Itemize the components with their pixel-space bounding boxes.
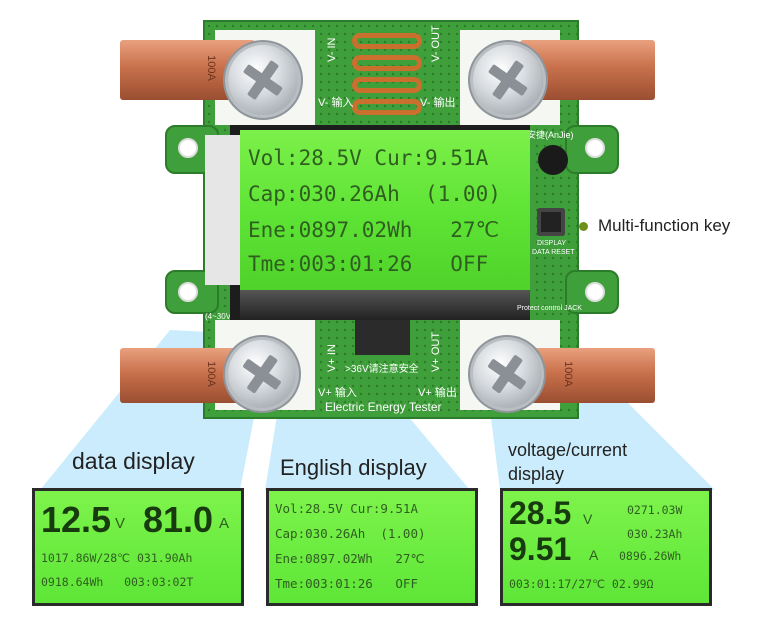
lcd-backlight-edge [205,135,245,285]
mount-hole-3 [585,138,605,158]
data-display-voltage-unit: V [115,515,126,532]
lug-top-right [520,40,655,100]
callout-label: Multi-function key [598,216,731,235]
data-display-current-unit: A [219,515,230,532]
in-label-cn: V- 输入 [318,97,354,109]
vc-display-voltage: 28.5 [509,495,572,531]
button-label-display: DISPLAY [537,240,567,247]
vc-display-current: 9.51 [509,531,572,567]
mount-hole-1 [178,138,198,158]
screw-top-left [228,45,298,115]
screw-bottom-right [473,340,541,408]
caption-english-display: English display [280,455,427,480]
jack-label: Protect control JACK [517,305,582,312]
caption-vc-display-2: display [508,464,565,484]
in-label-bottom-cn: V+ 输入 [318,387,357,399]
lug-rating-bottom-left: 100A [204,361,217,387]
vc-display-voltage-unit: V [583,511,593,527]
button-label-reset: DATA RESET [532,249,575,256]
shunt-coil-3 [352,77,422,93]
lcd-ribbon [355,315,410,355]
vc-display-power: 0271.03W [627,503,683,517]
data-display-line-3: 1017.86W/28℃ 031.90Ah [41,551,193,565]
mount-hole-2 [178,282,198,302]
screw-bottom-left [228,340,296,408]
out-label-cn: V- 输出 [420,97,456,109]
panel-english-display: Vol:28.5V Cur:9.51A Cap:030.26Ah (1.00) … [266,488,478,606]
data-display-line-4: 0918.64Wh 003:03:02T [41,575,194,589]
brand-label: 安捷(AnJie) [527,130,574,140]
shunt-coil-1 [352,33,422,49]
english-display-line-3: Ene:0897.02Wh 27℃ [275,551,425,566]
lug-rating-bottom-right: 100A [561,361,574,387]
vc-display-bottom-line: 003:01:17/27℃ 02.99Ω [509,577,654,591]
buzzer [538,145,568,175]
main-lcd-line-3: Ene:0897.02Wh 27℃ [248,218,500,242]
english-display-line-1: Vol:28.5V Cur:9.51A [275,501,418,516]
shunt-coil-4 [352,99,422,115]
vc-display-energy: 0896.26Wh [619,549,682,563]
in-label-bottom: V+ IN [326,344,338,372]
lcd-bottom-bezel [240,290,530,320]
callout-dot [579,222,588,231]
screw-top-right [473,45,543,115]
main-lcd-line-1: Vol:28.5V Cur:9.51A [248,146,489,170]
english-display-line-4: Tme:003:01:26 OFF [275,576,418,591]
in-label: V- IN [326,37,338,62]
out-label-bottom: V+ OUT [430,331,442,372]
main-lcd-screen: Vol:28.5V Cur:9.51A Cap:030.26Ah (1.00) … [240,130,530,290]
out-label: V- OUT [430,25,442,62]
range-label: (4~30V) [205,312,234,321]
lug-rating-top-left: 100A [204,55,217,81]
caption-data-display: data display [72,448,195,474]
pcb-tab-right-bottom [565,270,619,314]
main-lcd-line-2: Cap:030.26Ah (1.00) [248,182,501,206]
mount-hole-4 [585,282,605,302]
vc-display-current-unit: A [589,547,599,563]
shunt-coil-2 [352,55,422,71]
data-display-current: 81.0 [143,499,214,540]
lug-bottom-right [520,348,655,403]
warning-label: >36V请注意安全 [345,364,419,375]
data-display-voltage: 12.5 [41,499,112,540]
out-label-bottom-cn: V+ 输出 [418,387,457,399]
caption-vc-display-1: voltage/current [508,440,628,460]
panel-vc-display: 28.5 V 9.51 A 0271.03W 030.23Ah 0896.26W… [500,488,712,606]
main-lcd-line-4: Tme:003:01:26 OFF [248,252,489,276]
english-display-line-2: Cap:030.26Ah (1.00) [275,526,426,541]
vc-display-capacity: 030.23Ah [627,527,683,541]
board-title: Electric Energy Tester [325,400,442,414]
panel-data-display: 12.5 V 81.0 A 1017.86W/28℃ 031.90Ah 0918… [32,488,244,606]
multi-function-key-button[interactable] [537,208,565,236]
